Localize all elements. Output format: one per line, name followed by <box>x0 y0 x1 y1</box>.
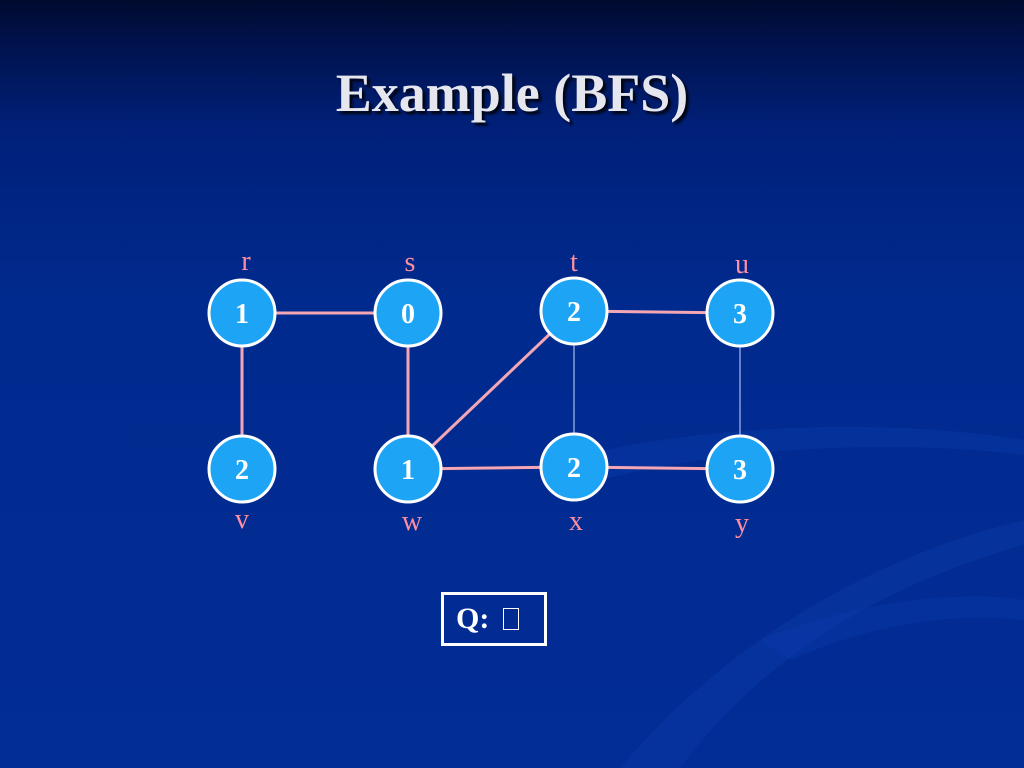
vertex-circle-t <box>539 276 609 346</box>
vertex-circle-s <box>373 278 443 348</box>
vertex-label-x: x <box>569 506 583 537</box>
edge-w-t <box>406 309 576 471</box>
vertex-t: 2t <box>539 247 609 346</box>
vertex-r: 1r <box>207 246 277 348</box>
vertex-circle-r <box>207 278 277 348</box>
vertex-circle-x <box>539 432 609 502</box>
vertex-circle-u <box>705 278 775 348</box>
vertex-label-u: u <box>735 249 749 280</box>
slide-title: Example (BFS) <box>335 63 689 123</box>
queue-label: Q: <box>456 602 490 635</box>
vertex-circle-v <box>207 434 277 504</box>
vertex-distance-u: 3 <box>733 299 747 330</box>
vertex-y: 3y <box>705 434 775 539</box>
vertex-distance-x: 2 <box>567 453 581 484</box>
vertex-label-w: w <box>402 506 423 537</box>
vertex-circle-y <box>705 434 775 504</box>
vertex-u: 3u <box>705 249 775 348</box>
queue-box: Q: <box>441 592 547 646</box>
vertex-distance-s: 0 <box>401 299 415 330</box>
vertex-distance-w: 1 <box>401 455 415 486</box>
vertex-distance-r: 1 <box>235 299 249 330</box>
vertex-w: 1w <box>373 434 443 537</box>
queue-empty-icon <box>503 608 520 630</box>
vertex-label-t: t <box>570 247 578 278</box>
vertex-label-s: s <box>405 247 416 278</box>
vertex-distance-y: 3 <box>733 455 747 486</box>
vertex-distance-v: 2 <box>235 455 249 486</box>
vertex-v: 2v <box>207 434 277 535</box>
vertex-distance-t: 2 <box>567 297 581 328</box>
vertex-s: 0s <box>373 247 443 348</box>
vertex-x: 2x <box>539 432 609 537</box>
vertex-label-y: y <box>735 508 749 539</box>
vertex-circle-w <box>373 434 443 504</box>
vertex-label-v: v <box>235 504 249 535</box>
edges-layer <box>240 309 741 471</box>
vertex-label-r: r <box>241 246 251 277</box>
